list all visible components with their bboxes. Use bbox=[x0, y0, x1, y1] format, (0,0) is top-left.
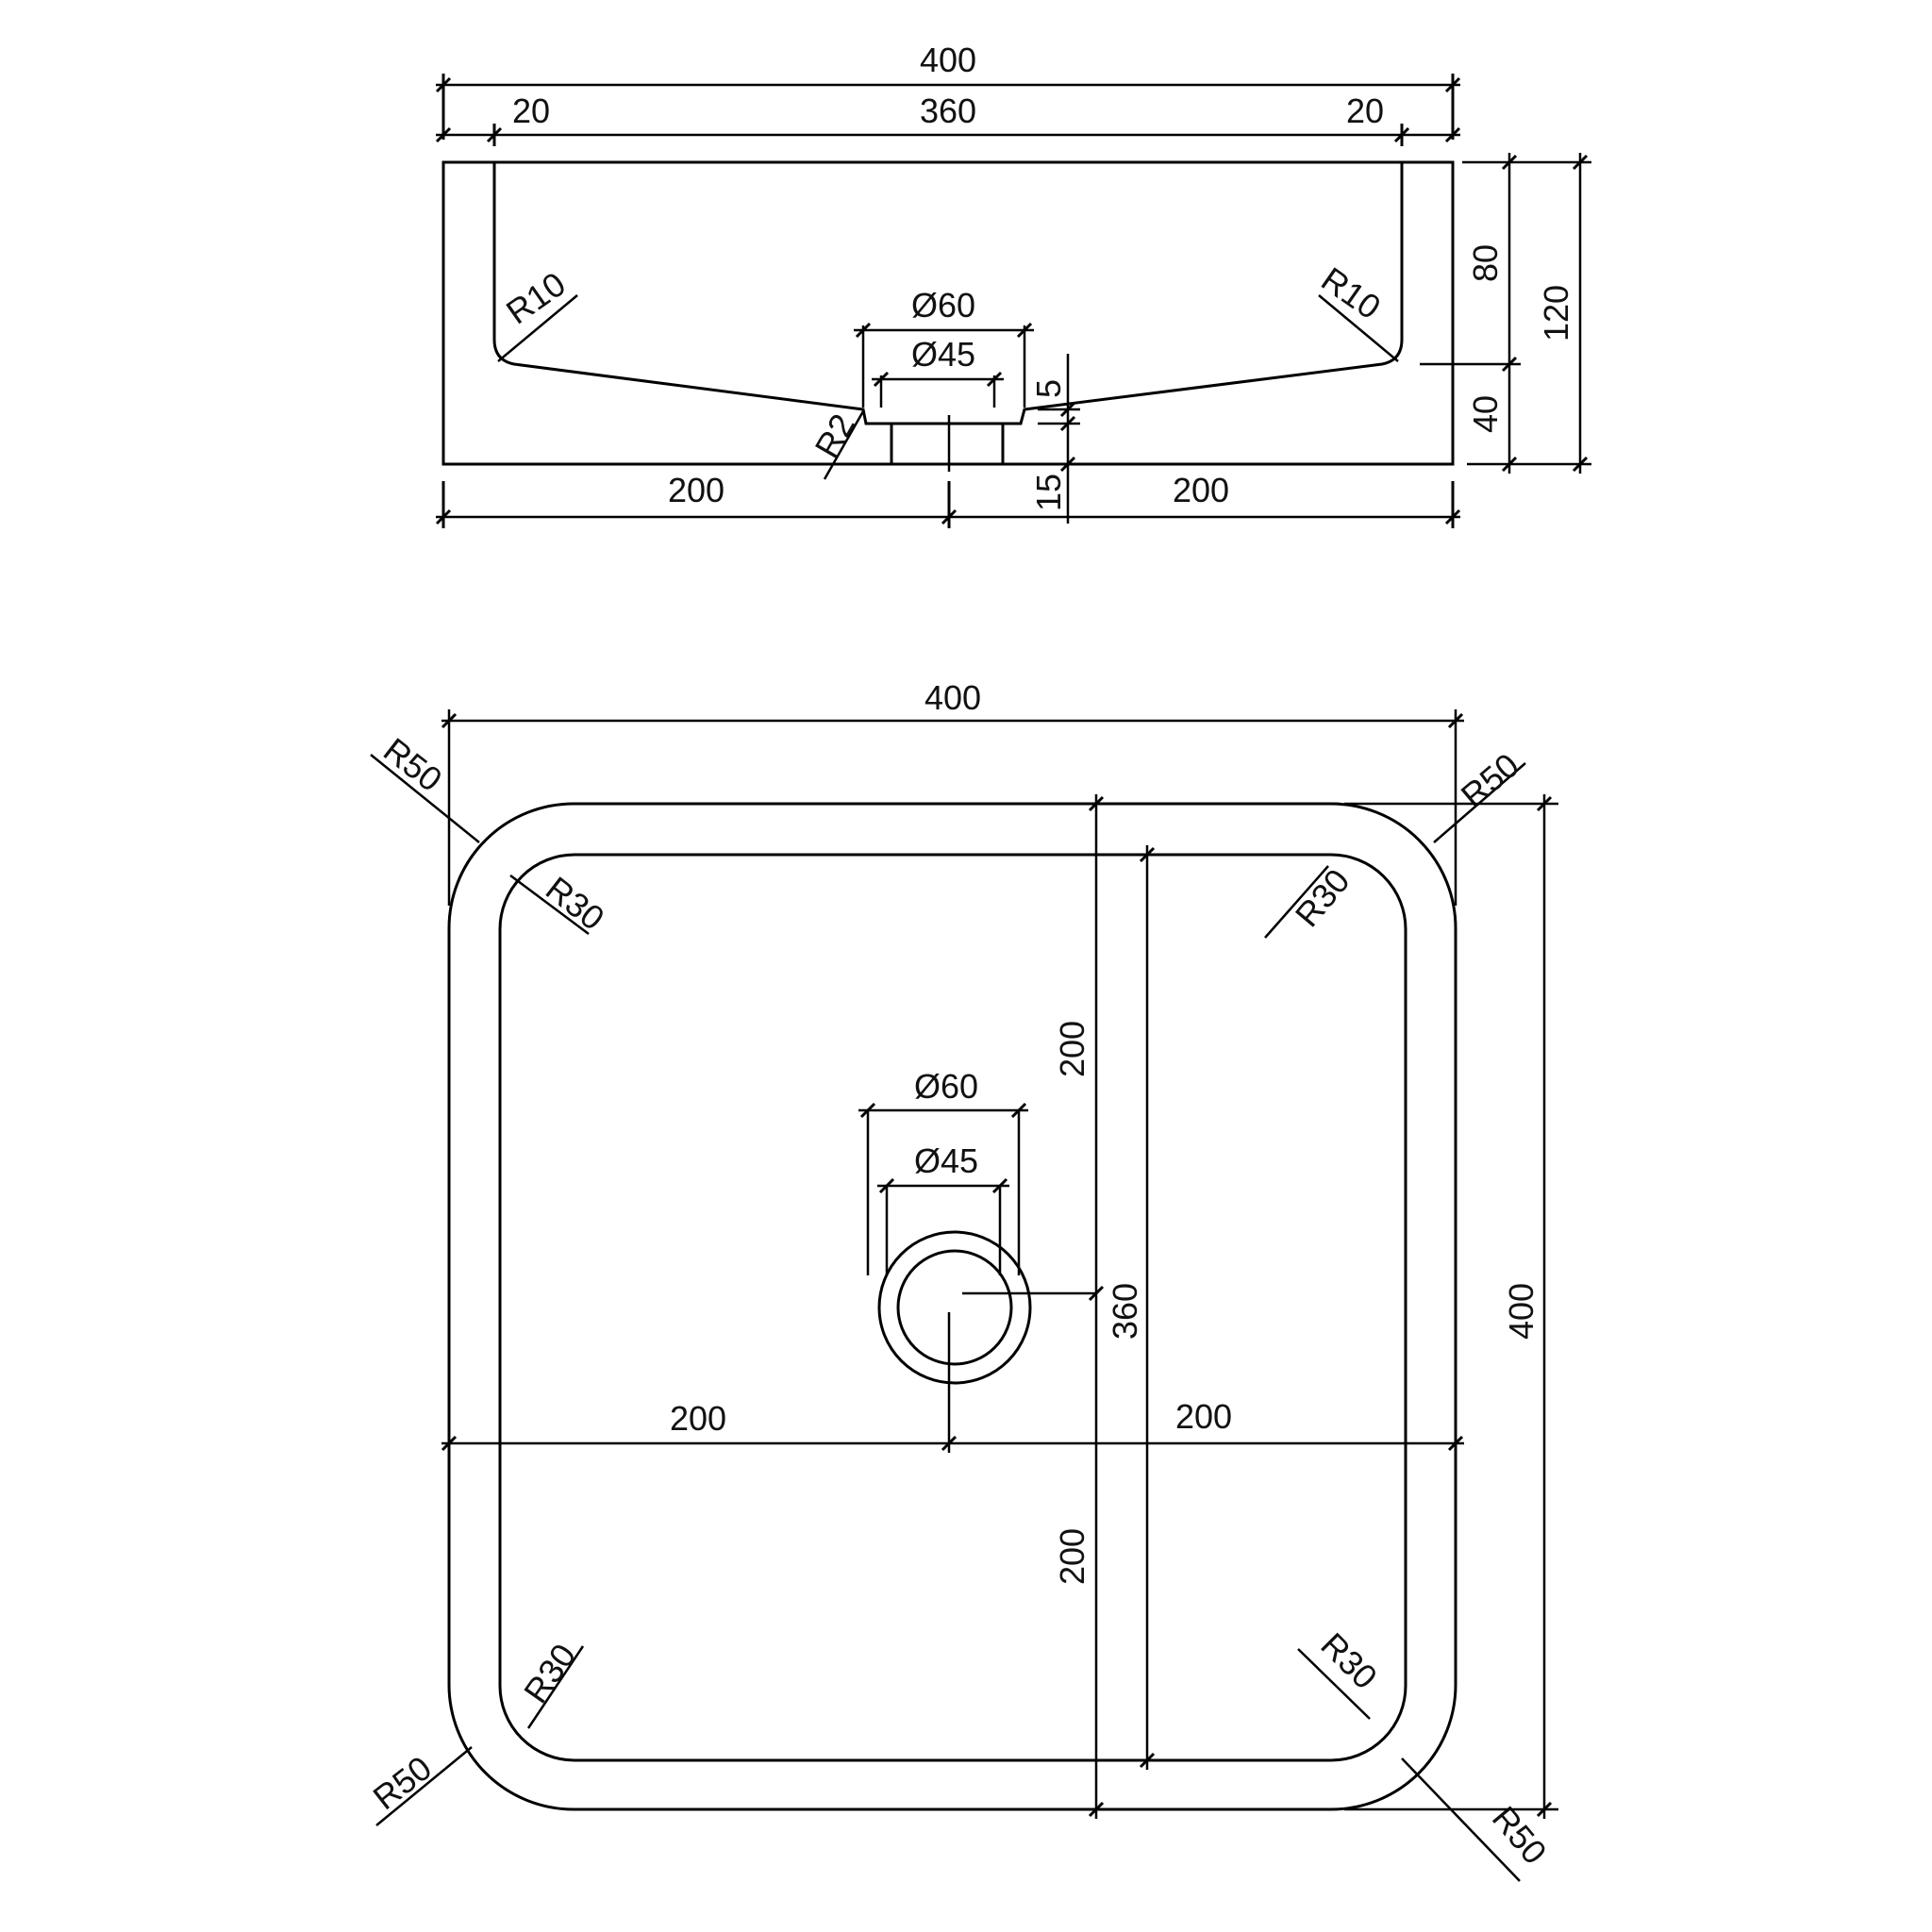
plan-outer-outline bbox=[447, 802, 1457, 1811]
radius-outer-br: R50 bbox=[1401, 1757, 1555, 1882]
dim-section-halves: 200 200 bbox=[435, 471, 1461, 528]
dim-section-rims: 20 360 20 bbox=[435, 92, 1461, 146]
svg-text:400: 400 bbox=[924, 678, 981, 717]
svg-text:R30: R30 bbox=[539, 869, 611, 938]
drain-inner-circle bbox=[896, 1249, 1013, 1366]
svg-text:200: 200 bbox=[1173, 471, 1229, 509]
svg-text:Ø45: Ø45 bbox=[914, 1141, 978, 1180]
svg-text:120: 120 bbox=[1537, 285, 1575, 341]
radius-right-r10: R10 bbox=[1314, 259, 1399, 362]
svg-text:360: 360 bbox=[1106, 1283, 1144, 1340]
svg-text:Ø45: Ø45 bbox=[911, 335, 975, 374]
svg-text:80: 80 bbox=[1466, 244, 1505, 282]
dim-section-drain-depth: 5 15 bbox=[1029, 354, 1080, 524]
svg-text:200: 200 bbox=[670, 1399, 726, 1438]
svg-text:360: 360 bbox=[920, 92, 976, 130]
svg-text:R30: R30 bbox=[1313, 1625, 1385, 1697]
svg-text:20: 20 bbox=[1346, 92, 1384, 130]
svg-text:R30: R30 bbox=[516, 1637, 583, 1710]
svg-text:15: 15 bbox=[1029, 474, 1068, 511]
dim-plan-drain-y: 200 200 bbox=[1053, 794, 1340, 1819]
plan-inner-outline bbox=[498, 853, 1407, 1762]
radius-inner-tr: R30 bbox=[1264, 861, 1357, 939]
svg-text:200: 200 bbox=[1053, 1528, 1091, 1585]
svg-text:5: 5 bbox=[1029, 379, 1068, 398]
svg-text:R50: R50 bbox=[366, 1748, 439, 1817]
svg-text:400: 400 bbox=[1502, 1283, 1541, 1340]
dim-plan-drain: Ø60 Ø45 bbox=[858, 1067, 1028, 1275]
section-view: 400 20 360 20 R10 R10 bbox=[435, 41, 1591, 528]
radius-outer-bl: R50 bbox=[366, 1746, 473, 1826]
radius-outer-tr: R50 bbox=[1433, 745, 1526, 843]
svg-text:R10: R10 bbox=[499, 264, 573, 331]
radius-inner-bl: R30 bbox=[516, 1637, 585, 1729]
svg-text:Ø60: Ø60 bbox=[911, 286, 975, 325]
svg-text:R50: R50 bbox=[376, 730, 449, 799]
svg-text:20: 20 bbox=[512, 92, 550, 130]
drain-outer-circle bbox=[877, 1230, 1032, 1385]
dim-plan-depth: 400 bbox=[1344, 794, 1558, 1819]
dim-section-heights: 80 40 120 bbox=[1420, 153, 1591, 474]
dim-section-drain: Ø60 Ø45 bbox=[854, 286, 1034, 408]
svg-text:400: 400 bbox=[920, 41, 976, 79]
dim-section-width: 400 bbox=[435, 41, 1461, 140]
svg-text:200: 200 bbox=[1053, 1021, 1091, 1077]
radius-drain-r2: R2 bbox=[807, 408, 865, 480]
radius-inner-tl: R30 bbox=[509, 869, 611, 938]
dim-plan-width: 400 bbox=[441, 678, 1464, 906]
dim-plan-inner-depth: 360 bbox=[1106, 845, 1156, 1770]
bowl-profile bbox=[492, 162, 1404, 425]
radius-outer-tl: R50 bbox=[370, 730, 480, 843]
svg-text:R30: R30 bbox=[1288, 861, 1357, 934]
dim-plan-drain-x: 200 200 bbox=[441, 1397, 1464, 1452]
svg-text:200: 200 bbox=[668, 471, 724, 509]
svg-text:R10: R10 bbox=[1314, 259, 1388, 326]
radius-left-r10: R10 bbox=[497, 264, 578, 362]
plan-view: 400 R50 R30 R50 R30 R50 R30 R50 bbox=[366, 678, 1558, 1882]
svg-text:40: 40 bbox=[1466, 395, 1505, 433]
svg-text:R2: R2 bbox=[807, 408, 862, 464]
svg-text:Ø60: Ø60 bbox=[914, 1067, 978, 1106]
svg-text:200: 200 bbox=[1175, 1397, 1232, 1436]
radius-inner-br: R30 bbox=[1297, 1625, 1385, 1720]
